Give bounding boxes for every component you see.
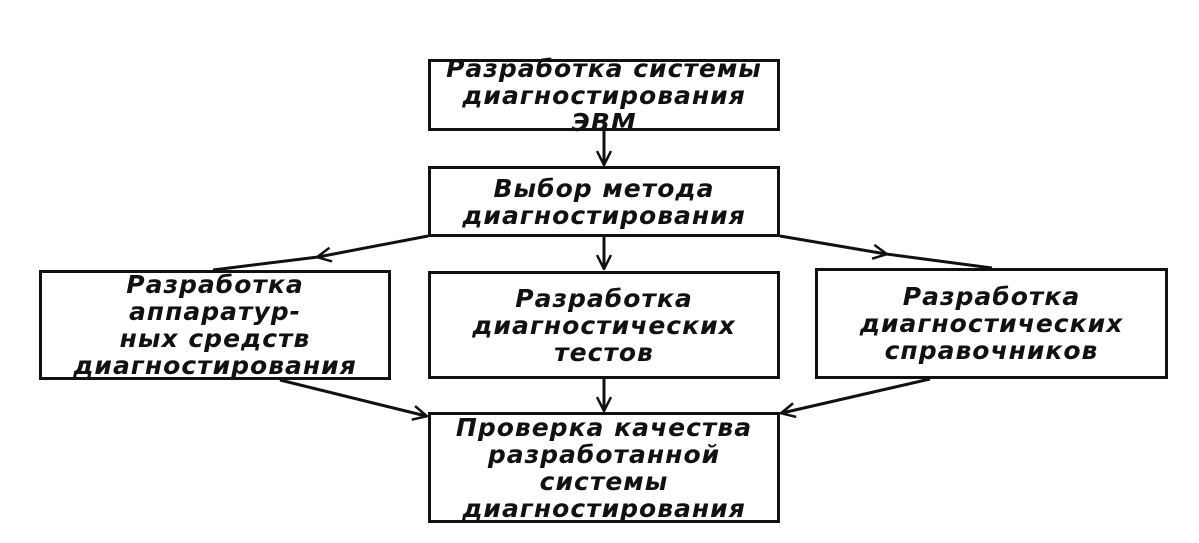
node-diagnostic-tests-label: Разработка диагностических тестов: [472, 283, 736, 367]
node-develop-system-label: Разработка системы диагностирования ЭВМ: [446, 53, 762, 137]
node-diagnostic-tests: Разработка диагностических тестов: [428, 271, 780, 379]
arrow-extension-diagnostic-handbooks: [885, 252, 993, 270]
node-diagnostic-handbooks-label: Разработка диагностических справочников: [859, 282, 1124, 365]
node-hardware-tools: Разработка аппаратур- ных средств диагно…: [39, 270, 391, 380]
arrow-diagnostic-handbooks-to-quality-check: [782, 377, 931, 413]
node-choose-method: Выбор метода диагностирования: [428, 166, 780, 237]
arrow-choose-method-to-hardware-tools: [318, 234, 429, 257]
arrow-choose-method-to-diagnostic-handbooks: [779, 234, 886, 254]
arrow-extension-hardware-tools: [212, 255, 319, 272]
node-quality-check-label: Проверка качества разработанной системы …: [455, 412, 753, 523]
node-hardware-tools-label: Разработка аппаратур- ных средств диагно…: [73, 270, 357, 380]
node-diagnostic-handbooks: Разработка диагностических справочников: [815, 268, 1168, 379]
node-choose-method-label: Выбор метода диагностирования: [462, 173, 746, 230]
node-develop-system: Разработка системы диагностирования ЭВМ: [428, 55, 780, 136]
node-quality-check: Проверка качества разработанной системы …: [428, 412, 780, 523]
arrow-hardware-tools-to-quality-check: [279, 378, 426, 416]
